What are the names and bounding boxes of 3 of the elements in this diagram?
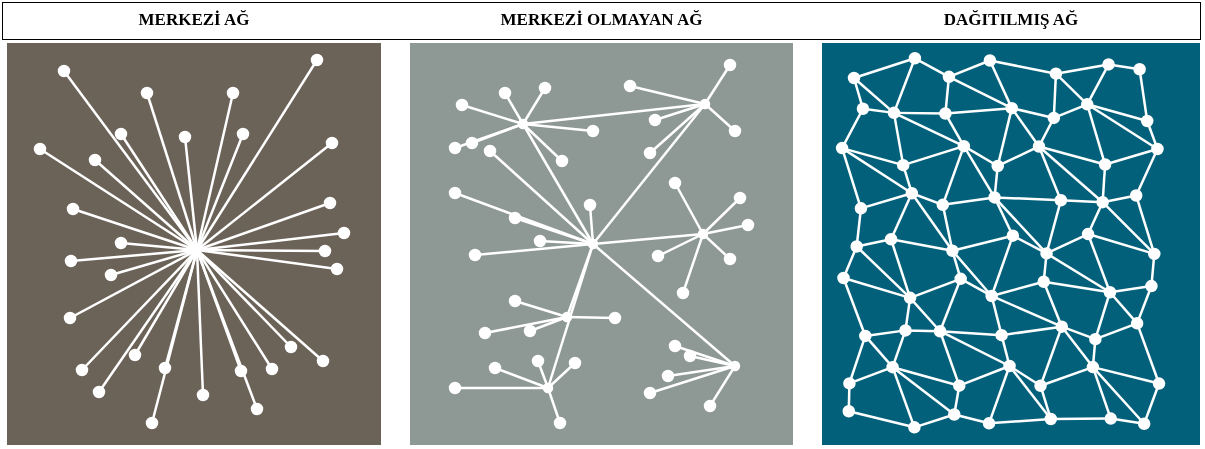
panel-heading: MERKEZİ OLMAYAN AĞ bbox=[499, 10, 704, 30]
panel-heading: DAĞITILMIŞ AĞ bbox=[942, 10, 1080, 30]
panel-heading: MERKEZİ AĞ bbox=[137, 10, 251, 30]
